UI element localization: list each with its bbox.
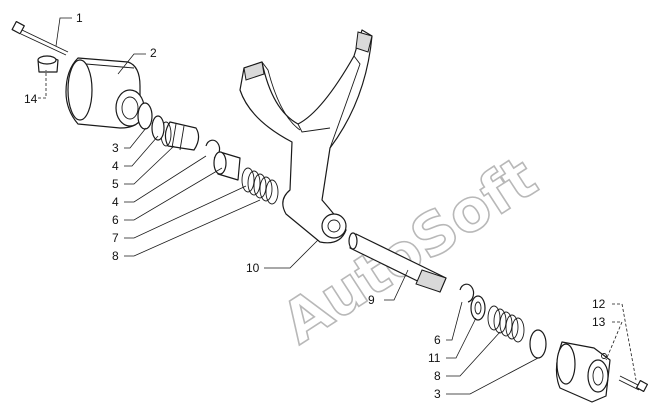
plug xyxy=(37,55,59,73)
callout-1: 1 xyxy=(76,11,83,25)
callout-13: 13 xyxy=(592,315,606,329)
o-ring-left xyxy=(137,102,153,130)
end-cover xyxy=(555,341,611,403)
piston xyxy=(160,121,200,151)
bolt xyxy=(11,20,69,56)
spring-left xyxy=(241,167,279,205)
callout-10: 10 xyxy=(246,261,260,275)
spring-right xyxy=(487,305,525,343)
circlip-right xyxy=(459,283,475,303)
shaft xyxy=(348,232,447,293)
callout-14: 14 xyxy=(24,92,38,106)
callout-3-right: 3 xyxy=(434,387,441,401)
screw xyxy=(618,375,649,393)
callout-7: 7 xyxy=(112,231,119,245)
callout-2: 2 xyxy=(150,46,157,60)
callout-11: 11 xyxy=(428,351,441,365)
o-ring-right xyxy=(529,329,547,359)
shift-fork xyxy=(239,29,373,244)
callout-4-lower: 4 xyxy=(112,195,119,209)
seal-ring xyxy=(151,115,165,141)
callout-8-right: 8 xyxy=(434,369,441,383)
callout-3-left: 3 xyxy=(112,141,119,155)
cylinder-housing xyxy=(65,57,145,129)
washer xyxy=(470,295,486,321)
leader-lines xyxy=(38,17,637,395)
callout-9: 9 xyxy=(368,293,375,307)
callout-6-left: 6 xyxy=(112,213,119,227)
bushing xyxy=(213,151,241,181)
callout-8-left: 8 xyxy=(112,249,119,263)
callout-6-right: 6 xyxy=(434,333,441,347)
callout-4-upper: 4 xyxy=(112,159,119,173)
callout-12: 12 xyxy=(592,297,606,311)
callout-5: 5 xyxy=(112,177,119,191)
